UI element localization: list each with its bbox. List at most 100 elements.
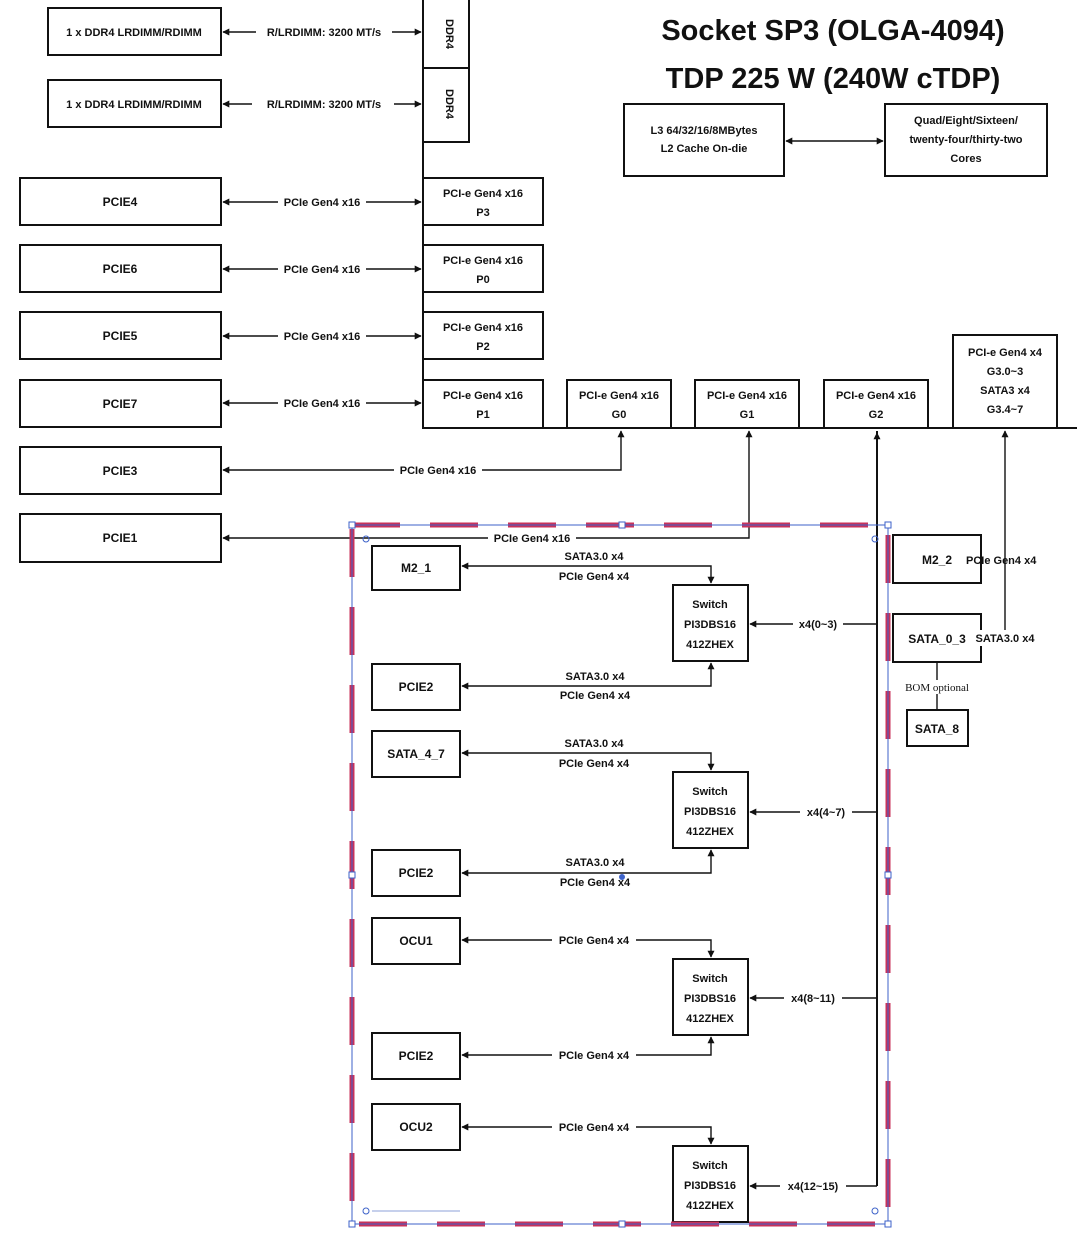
port-p3-line2: P3 bbox=[476, 207, 489, 219]
device-ocu2-label: OCU2 bbox=[399, 1120, 433, 1134]
device-m2-2: M2_2 bbox=[892, 534, 982, 584]
port-p1-line1: PCI-e Gen4 x16 bbox=[443, 390, 523, 402]
ddr4-port-1: DDR4 bbox=[422, 0, 470, 69]
anchor-bottom-right[interactable] bbox=[871, 1207, 879, 1215]
selection-overlay[interactable] bbox=[348, 521, 892, 1228]
switch-3-line1: Switch bbox=[692, 973, 728, 985]
ddr4-port-label-1: DDR4 bbox=[443, 19, 455, 50]
link-pcie1-label: PCIe Gen4 x16 bbox=[494, 533, 570, 545]
link-sata-0-3-label: SATA3.0 x4 bbox=[976, 633, 1036, 645]
link-pcie6-label: PCIe Gen4 x16 bbox=[284, 264, 360, 276]
switch-2-line2: PI3DBS16 bbox=[684, 806, 736, 818]
switch-1: Switch PI3DBS16 412ZHEX bbox=[672, 584, 749, 662]
switch-1-line2: PI3DBS16 bbox=[684, 619, 736, 631]
tdp-title: TDP 225 W (240W cTDP) bbox=[666, 63, 1001, 95]
dimm-link-label-1: R/LRDIMM: 3200 MT/s bbox=[267, 27, 381, 39]
device-pcie2-1: PCIE2 bbox=[371, 663, 461, 711]
device-sata-8-label: SATA_8 bbox=[915, 722, 960, 736]
link-pcie2-2-label1: SATA3.0 x4 bbox=[566, 857, 626, 869]
slot-pcie4: PCIE4 bbox=[19, 177, 222, 226]
link-pcie2-3-label: PCIe Gen4 x4 bbox=[559, 1050, 630, 1062]
port-g3: PCI-e Gen4 x4 G3.0~3 SATA3 x4 G3.4~7 bbox=[952, 334, 1058, 429]
switch-3-line2: PI3DBS16 bbox=[684, 993, 736, 1005]
cache-line1: L3 64/32/16/8MBytes bbox=[650, 125, 757, 137]
switch-3-line3: 412ZHEX bbox=[686, 1013, 734, 1025]
slot-pcie3-label: PCIE3 bbox=[103, 464, 138, 478]
dimm-slot-2: 1 x DDR4 LRDIMM/RDIMM bbox=[47, 79, 222, 128]
port-g3-line4: G3.4~7 bbox=[987, 404, 1023, 416]
switch-1-line3: 412ZHEX bbox=[686, 639, 734, 651]
resize-handle-left[interactable] bbox=[348, 871, 356, 879]
bom-optional-label: BOM optional bbox=[905, 682, 969, 694]
resize-handle-top[interactable] bbox=[618, 521, 626, 529]
port-g1-line2: G1 bbox=[740, 409, 755, 421]
port-g3-line2: G3.0~3 bbox=[987, 366, 1023, 378]
slot-pcie3: PCIE3 bbox=[19, 446, 222, 495]
link-m2-1-label1: SATA3.0 x4 bbox=[565, 551, 625, 563]
device-m2-1-label: M2_1 bbox=[401, 561, 431, 575]
link-pcie7-label: PCIe Gen4 x16 bbox=[284, 398, 360, 410]
port-p0-line1: PCI-e Gen4 x16 bbox=[443, 255, 523, 267]
link-pcie2-2-label2: PCIe Gen4 x4 bbox=[560, 877, 631, 889]
anchor-top-right[interactable] bbox=[871, 535, 879, 543]
link-pcie2-3 bbox=[461, 1036, 715, 1059]
port-g2-line2: G2 bbox=[869, 409, 884, 421]
switch-2-line3: 412ZHEX bbox=[686, 826, 734, 838]
link-pcie4-label: PCIe Gen4 x16 bbox=[284, 197, 360, 209]
switch-1-uplink-label: x4(0~3) bbox=[799, 619, 838, 631]
link-ocu2-label: PCIe Gen4 x4 bbox=[559, 1122, 630, 1134]
dimm-label-2: 1 x DDR4 LRDIMM/RDIMM bbox=[66, 99, 202, 111]
anchor-bottom-left[interactable] bbox=[362, 1207, 370, 1215]
port-p2-line1: PCI-e Gen4 x16 bbox=[443, 322, 523, 334]
link-m2-1-label2: PCIe Gen4 x4 bbox=[559, 571, 630, 583]
cores-line2: twenty-four/thirty-two bbox=[909, 134, 1022, 146]
link-pcie2-2 bbox=[461, 849, 715, 877]
ddr4-port-label-2: DDR4 bbox=[443, 89, 455, 120]
device-pcie2-2-label: PCIE2 bbox=[399, 866, 434, 880]
device-sata-0-3-label: SATA_0_3 bbox=[908, 632, 966, 646]
center-point[interactable] bbox=[619, 874, 625, 880]
cores-line3: Cores bbox=[950, 153, 981, 165]
device-pcie2-2: PCIE2 bbox=[371, 849, 461, 897]
link-sata-4-7-label1: SATA3.0 x4 bbox=[565, 738, 625, 750]
switch-3: Switch PI3DBS16 412ZHEX bbox=[672, 958, 749, 1036]
resize-handle-bottom-right[interactable] bbox=[884, 1220, 892, 1228]
slot-pcie7-label: PCIE7 bbox=[103, 397, 138, 411]
slot-pcie5-label: PCIE5 bbox=[103, 329, 138, 343]
resize-handle-right[interactable] bbox=[884, 871, 892, 879]
resize-handle-top-right[interactable] bbox=[884, 521, 892, 529]
slot-pcie7: PCIE7 bbox=[19, 379, 222, 428]
link-m2-1 bbox=[461, 562, 715, 584]
device-ocu1-label: OCU1 bbox=[399, 934, 433, 948]
port-p3: PCI-e Gen4 x16 P3 bbox=[422, 177, 544, 226]
switch-4-line1: Switch bbox=[692, 1160, 728, 1172]
switch-1-line1: Switch bbox=[692, 599, 728, 611]
switch-4-uplink-label: x4(12~15) bbox=[788, 1181, 839, 1193]
port-p3-line1: PCI-e Gen4 x16 bbox=[443, 188, 523, 200]
device-pcie2-3: PCIE2 bbox=[371, 1032, 461, 1080]
switch-2-line1: Switch bbox=[692, 786, 728, 798]
port-p1: PCI-e Gen4 x16 P1 bbox=[422, 379, 544, 429]
switch-4-line3: 412ZHEX bbox=[686, 1200, 734, 1212]
link-sata-4-7 bbox=[461, 749, 715, 771]
link-pcie3-label: PCIe Gen4 x16 bbox=[400, 465, 476, 477]
ddr4-port-2: DDR4 bbox=[422, 67, 470, 143]
resize-handle-top-left[interactable] bbox=[348, 521, 356, 529]
dimm-label-1: 1 x DDR4 LRDIMM/RDIMM bbox=[66, 27, 202, 39]
switch-4: Switch PI3DBS16 412ZHEX bbox=[672, 1145, 749, 1223]
device-pcie2-3-label: PCIE2 bbox=[399, 1049, 434, 1063]
switch-2: Switch PI3DBS16 412ZHEX bbox=[672, 771, 749, 849]
resize-handle-bottom-left[interactable] bbox=[348, 1220, 356, 1228]
slot-pcie1-label: PCIE1 bbox=[103, 531, 138, 545]
port-g1-line1: PCI-e Gen4 x16 bbox=[707, 390, 787, 402]
device-pcie2-1-label: PCIE2 bbox=[399, 680, 434, 694]
cache-line2: L2 Cache On-die bbox=[661, 143, 748, 155]
slot-pcie6-label: PCIE6 bbox=[103, 262, 138, 276]
link-pcie2-1 bbox=[461, 662, 715, 690]
slot-pcie1: PCIE1 bbox=[19, 513, 222, 563]
anchor-top-left[interactable] bbox=[362, 535, 370, 543]
dimm-slot-1: 1 x DDR4 LRDIMM/RDIMM bbox=[47, 7, 222, 56]
resize-handle-bottom[interactable] bbox=[618, 1220, 626, 1228]
link-pcie2-1-label1: SATA3.0 x4 bbox=[566, 671, 626, 683]
